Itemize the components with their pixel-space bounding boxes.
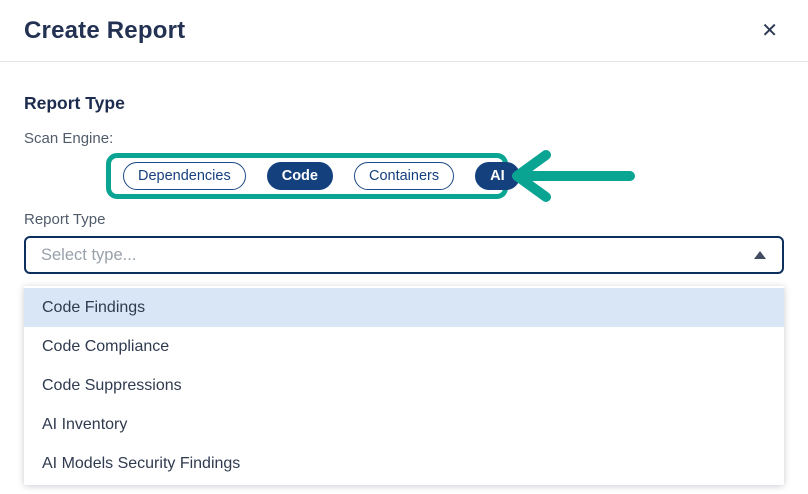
section-title-report-type: Report Type: [24, 93, 125, 113]
annotation-highlight-box: Dependencies Code Containers AI: [106, 153, 520, 199]
report-type-select[interactable]: Select type...: [24, 236, 784, 274]
option-ai-inventory[interactable]: AI Inventory: [42, 416, 128, 433]
pill-dependencies[interactable]: Dependencies: [123, 162, 246, 190]
modal-title: Create Report: [24, 16, 186, 44]
close-icon[interactable]: ✕: [761, 19, 778, 42]
pill-code[interactable]: Code: [266, 162, 333, 190]
scan-engine-label: Scan Engine:: [24, 130, 114, 147]
option-code-findings[interactable]: Code Findings: [24, 288, 784, 327]
pill-containers[interactable]: Containers: [353, 162, 455, 190]
report-type-label: Report Type: [24, 211, 106, 228]
option-ai-models-security-findings[interactable]: AI Models Security Findings: [42, 455, 241, 472]
select-placeholder: Select type...: [41, 245, 137, 264]
scan-engine-row: Dependencies Code Containers AI: [24, 150, 784, 202]
chevron-up-icon[interactable]: [754, 251, 766, 259]
annotation-arrow-icon: [512, 150, 635, 202]
option-code-suppressions[interactable]: Code Suppressions: [42, 377, 182, 394]
report-type-dropdown: Code Findings Code Compliance Code Suppr…: [24, 286, 784, 485]
modal-body: Report Type Scan Engine: Dependencies Co…: [0, 93, 808, 485]
option-code-compliance[interactable]: Code Compliance: [42, 338, 170, 355]
modal-header: Create Report ✕: [0, 0, 808, 62]
